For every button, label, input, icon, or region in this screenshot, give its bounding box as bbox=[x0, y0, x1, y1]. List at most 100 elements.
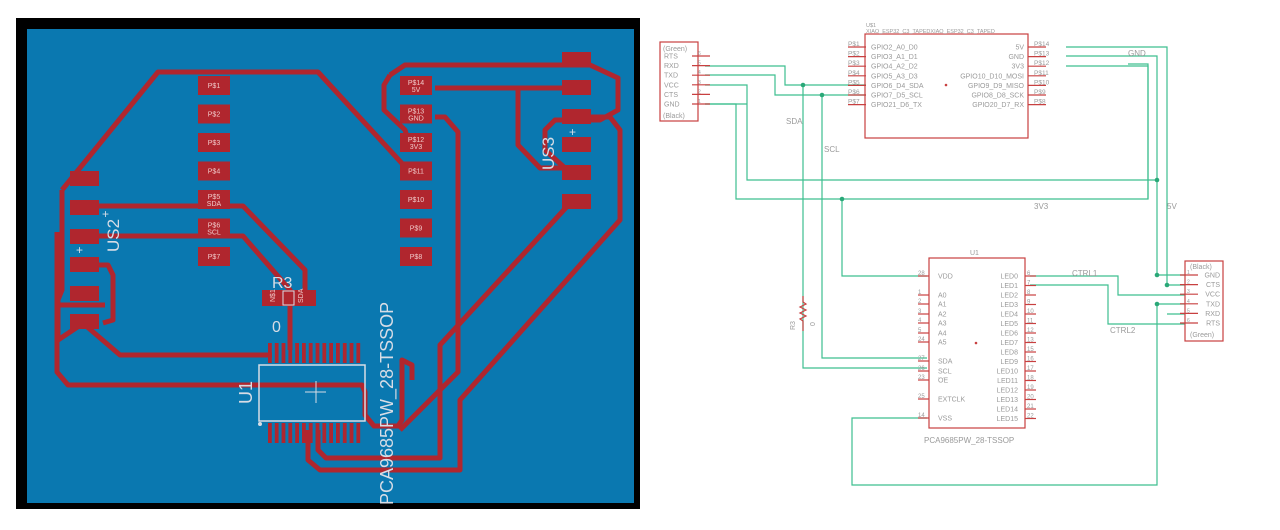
u1-chip bbox=[268, 343, 361, 443]
u1-lead-bottom bbox=[268, 423, 272, 443]
xiao-right-pad-name: P$8 bbox=[410, 254, 423, 261]
u1-lead-bottom bbox=[302, 423, 306, 443]
xiao-left-pad: P$1 bbox=[848, 41, 860, 48]
us3-pad-6 bbox=[562, 194, 591, 209]
u1-lead-bottom bbox=[281, 423, 286, 443]
pca-right-pin-name: LED7 bbox=[1000, 340, 1018, 347]
r3-silk bbox=[282, 290, 295, 306]
wire-rxd-sda bbox=[705, 65, 866, 86]
pca-left-pin-name: VDD bbox=[938, 274, 953, 281]
xiao-left-pin-name: GPIO3_A1_D1 bbox=[871, 54, 918, 61]
header-right-pin-name: RTS bbox=[1206, 321, 1220, 328]
xiao-right-pad: P$8 bbox=[1034, 99, 1046, 106]
xiao-right-pad bbox=[400, 133, 432, 152]
header-right-pin-num: 5 bbox=[1187, 308, 1190, 314]
xiao-right-pad-sub: 5V bbox=[412, 87, 421, 94]
us3-pad-2 bbox=[562, 80, 591, 95]
pca-left-pin-name: EXTCLK bbox=[938, 397, 966, 404]
xiao-right-pad-name: P$13 bbox=[408, 109, 424, 116]
pca-right-pin-name: LED2 bbox=[1000, 293, 1018, 300]
xiao-left-pad-name: P$5 bbox=[208, 194, 221, 201]
pca-right-pin-name: LED0 bbox=[1000, 274, 1018, 281]
u1-lead-top bbox=[342, 343, 347, 363]
header-right-pin-name: TXD bbox=[1206, 301, 1220, 308]
r3-body bbox=[262, 290, 316, 306]
header-right-top-label: (Black) bbox=[1190, 264, 1212, 271]
xiao-right-pad bbox=[400, 218, 432, 238]
xiao-right-pad: P$11 bbox=[1034, 70, 1049, 77]
junction-gnd-hdr bbox=[1154, 272, 1160, 278]
u1-lead-top bbox=[308, 343, 313, 363]
header-left-pin-num: 3 bbox=[698, 80, 701, 86]
us2-plus-2: + bbox=[102, 207, 109, 221]
pca-right-pin-num: 15 bbox=[1027, 347, 1034, 353]
trace-scl bbox=[85, 233, 293, 350]
u1-lead-bottom bbox=[349, 423, 354, 443]
net-label-ctrl1: CTRL1 bbox=[1072, 269, 1098, 278]
xiao-right-pad: P$9 bbox=[1034, 89, 1046, 96]
pca-right-pin-name: LED12 bbox=[997, 388, 1019, 395]
xiao-left-pad: P$5 bbox=[848, 79, 860, 86]
pca-right-pin-num: 12 bbox=[1027, 328, 1034, 334]
xiao-right-pad bbox=[400, 247, 432, 266]
xiao-right-pad bbox=[400, 76, 432, 95]
xiao-left-pad: P$4 bbox=[848, 70, 860, 77]
pca-right-pin-num: 22 bbox=[1027, 414, 1034, 420]
u1-lead-top bbox=[288, 343, 293, 363]
xiao-left-pad bbox=[198, 161, 230, 181]
header-right-box bbox=[1184, 260, 1224, 342]
trace-p14-branch bbox=[515, 88, 573, 171]
pca-left-pin-num: 23 bbox=[918, 375, 925, 381]
xiao-left-pad bbox=[198, 76, 230, 95]
junction-vcc bbox=[1154, 177, 1160, 183]
xiao-left-pin-name: GPIO6_D4_SDA bbox=[871, 83, 924, 90]
pca-right-pin-num: 11 bbox=[1027, 319, 1034, 325]
xiao-right-pad-sub: GND bbox=[408, 116, 424, 123]
u1-lead-top bbox=[349, 343, 354, 363]
pca-right-pin-num: 16 bbox=[1027, 357, 1034, 363]
u1-lead-top bbox=[336, 343, 340, 363]
xiao-right-pin-name: GND bbox=[1008, 54, 1024, 61]
r3-ref: R3 bbox=[790, 321, 797, 330]
trace-left-bottom bbox=[54, 300, 415, 429]
xiao-left-pad: P$2 bbox=[848, 51, 860, 58]
header-left-pin-name: VCC bbox=[664, 82, 679, 89]
xiao-right-pin-name: GPIO8_D8_SCK bbox=[971, 93, 1024, 100]
header-left-pin-name: RXD bbox=[664, 63, 679, 70]
xiao-left-pad-sub: SDA bbox=[207, 201, 222, 208]
pca-right-pin-name: LED5 bbox=[1000, 321, 1018, 328]
xiao-left-pad: P$6 bbox=[848, 89, 860, 96]
pca-left-pin-num: 24 bbox=[918, 337, 925, 343]
junction-scl bbox=[819, 92, 825, 98]
junction-3v3 bbox=[839, 196, 845, 202]
wire-vss-loop bbox=[851, 304, 1158, 486]
pca-right-pin-num: 18 bbox=[1027, 376, 1034, 382]
u1-pin1-marker bbox=[258, 422, 262, 426]
wire-p12 bbox=[1066, 65, 1149, 199]
xiao-ref: U$1 bbox=[866, 23, 876, 29]
pca-right-pin-name: LED9 bbox=[1000, 359, 1018, 366]
xiao-left-pin-name: GPIO21_D6_TX bbox=[871, 102, 922, 109]
pca-left-pin-name: OE bbox=[938, 378, 948, 385]
pca-left-pin-num: 1 bbox=[918, 290, 922, 296]
xiao-right-pad bbox=[400, 190, 432, 209]
pca-left-pin-num: 3 bbox=[918, 309, 922, 315]
pca-left-pin-num: 25 bbox=[918, 394, 925, 400]
u1-lead-top bbox=[356, 343, 361, 363]
header-left-pin-num: 4 bbox=[698, 70, 701, 76]
us2-plus: + bbox=[76, 243, 83, 257]
xiao-left-pin-name: GPIO5_A3_D3 bbox=[871, 73, 918, 80]
pca-left-pin-num: 5 bbox=[918, 328, 922, 334]
xiao-right-pad-sub: 3V3 bbox=[410, 144, 423, 151]
pca-right-pin-name: LED4 bbox=[1000, 312, 1018, 319]
xiao-origin bbox=[944, 83, 948, 87]
xiao-left-pad-name: P$2 bbox=[208, 112, 221, 119]
header-left-pin-num: 1 bbox=[698, 99, 701, 105]
pca-left-pin-num: 27 bbox=[918, 356, 925, 362]
r3-value: 0 bbox=[810, 322, 817, 326]
xiao-right-pad: P$14 bbox=[1034, 41, 1050, 48]
